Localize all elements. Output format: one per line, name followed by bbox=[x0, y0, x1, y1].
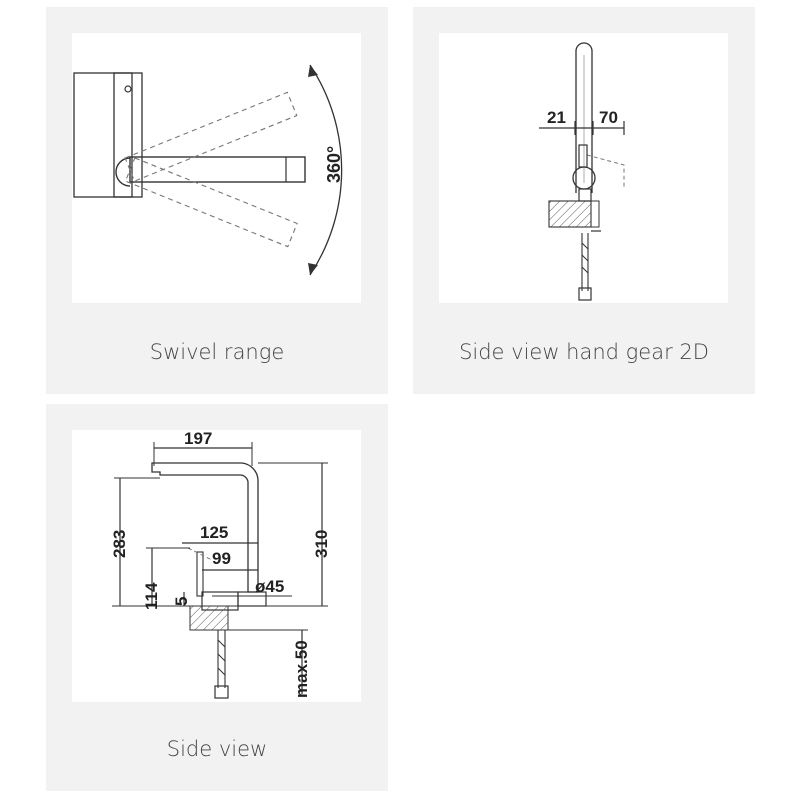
dim-197: 197 bbox=[184, 430, 212, 448]
dim-283: 283 bbox=[110, 529, 129, 558]
dim-125: 125 bbox=[200, 523, 228, 542]
side-view-card: 197 125 99 ø45 bbox=[46, 404, 388, 791]
swivel-range-card: 360° Swivel range bbox=[46, 7, 388, 394]
dim-21: 21 bbox=[547, 108, 566, 127]
dim-max50: max.50 bbox=[292, 640, 311, 698]
swivel-range-svg bbox=[73, 64, 343, 276]
side-view-drawing: 197 125 99 ø45 bbox=[72, 430, 361, 702]
angle-label: 360° bbox=[324, 145, 344, 183]
dim-310: 310 bbox=[312, 529, 331, 558]
dim-5: 5 bbox=[172, 596, 191, 606]
dim-diameter: ø45 bbox=[255, 577, 284, 596]
dim-114: 114 bbox=[142, 582, 161, 610]
side-view-hand-gear-drawing: 21 70 bbox=[439, 33, 728, 303]
dim-99: 99 bbox=[212, 549, 231, 568]
dim-70: 70 bbox=[599, 108, 618, 127]
side-view-hand-gear-svg: 21 70 bbox=[539, 42, 625, 301]
side-view-caption: Side view bbox=[166, 737, 268, 761]
side-view-svg: 197 125 99 ø45 bbox=[112, 430, 328, 699]
side-view-hand-gear-caption: Side view hand gear 2D bbox=[459, 340, 709, 364]
side-view-hand-gear-card: 21 70 Side view hand gear 2D bbox=[413, 7, 755, 394]
swivel-range-drawing: 360° bbox=[72, 33, 361, 303]
swivel-range-caption: Swivel range bbox=[149, 340, 285, 364]
